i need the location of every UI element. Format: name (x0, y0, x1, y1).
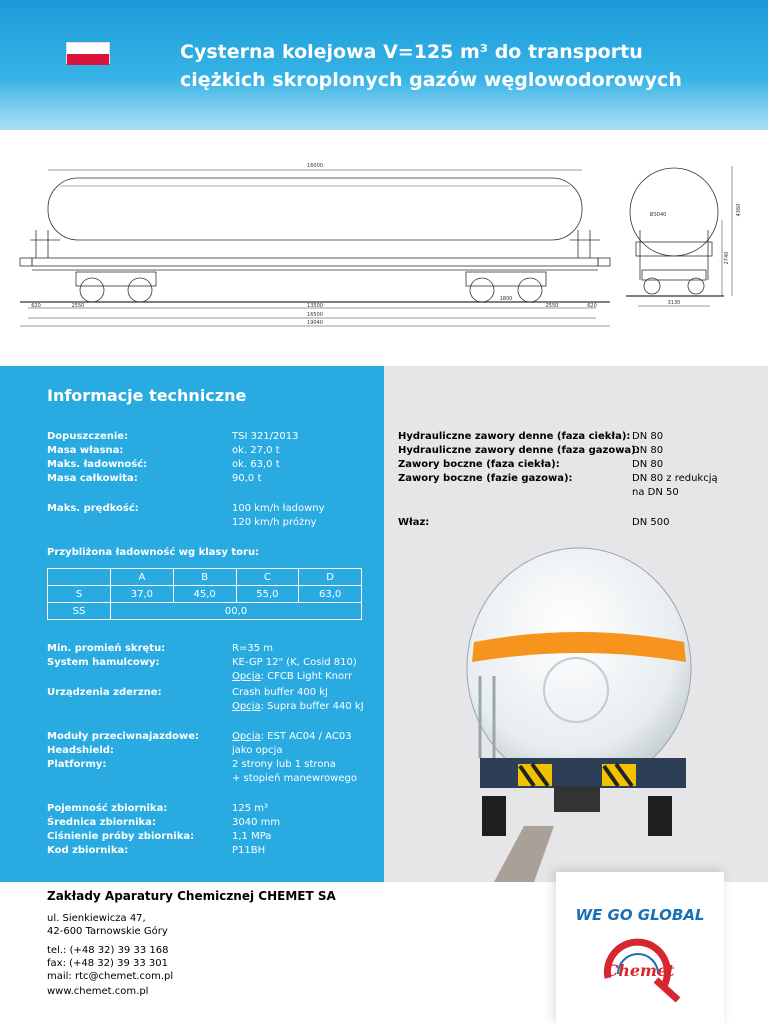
slogan: WE GO GLOBAL (575, 906, 705, 924)
address-city: 42-600 Tarnowskie Góry (47, 926, 168, 937)
wheel-left-1 (79, 277, 105, 303)
chemet-logo: Chemet (603, 938, 681, 1002)
dim-bogie: 1800 (500, 296, 513, 302)
wagon-frame (31, 257, 599, 267)
section-title: Informacje techniczne (47, 386, 247, 405)
header-banner (0, 0, 768, 130)
table-row: A B C D (47, 568, 362, 586)
tank-end-illustration (466, 547, 692, 789)
company-name: Zakłady Aparatury Chemicznej CHEMET SA (47, 889, 336, 903)
phone: tel.: (+48 32) 39 33 168 (47, 945, 169, 956)
logo-text: Chemet (605, 961, 675, 980)
address-street: ul. Sienkiewicza 47, (47, 913, 146, 924)
wheel-right-1 (469, 277, 495, 303)
technical-drawing: 16000 620 2550 13500 1800 2550 620 16500… (0, 130, 768, 366)
tank-side-view (47, 177, 583, 241)
dim-diameter: Ø3040 (650, 211, 667, 218)
brand-badge (556, 872, 724, 1024)
valves-panel (384, 366, 768, 882)
title-line-1: Cysterna kolejowa V=125 m³ do transportu (180, 41, 643, 63)
title-line-2: ciężkich skroplonych gazów węglowodorowy… (180, 69, 682, 91)
wheel-left-2 (127, 277, 153, 303)
dim-total-top: 16000 (307, 163, 323, 169)
dim-width: 3130 (668, 300, 681, 306)
wagon-drawing-svg: 16000 620 2550 13500 1800 2550 620 16500… (19, 163, 742, 327)
poland-flag-icon (66, 42, 110, 65)
fax: fax: (+48 32) 39 33 301 (47, 958, 168, 969)
table-row: SS 00,0 (47, 602, 362, 620)
dim-height: 4360 (736, 204, 742, 217)
dim-left-span: 2550 (72, 303, 85, 309)
load-table: A B C D S 37,0 45,0 55,0 63,0 SS 00,0 (47, 568, 362, 620)
website-link[interactable]: www.chemet.com.pl (47, 986, 149, 997)
underframe (480, 758, 686, 788)
technical-info-panel (0, 366, 384, 882)
dim-left-offset: 620 (31, 303, 41, 309)
dim-right-span: 2550 (546, 303, 559, 309)
dim-right-offset: 620 (587, 303, 597, 309)
table-row: S 37,0 45,0 55,0 63,0 (47, 585, 362, 603)
dim-length-2: 19040 (307, 320, 323, 326)
tank-car-illustration (466, 547, 692, 882)
dim-center: 13500 (307, 303, 323, 309)
email-link[interactable]: mail: rtc@chemet.com.pl (47, 971, 174, 982)
page-title: Cysterna kolejowa V=125 m³ do transportu… (180, 38, 740, 94)
wheel-right-2 (517, 277, 543, 303)
load-table-title: Przybliżona ładowność wg klasy toru: (47, 547, 260, 558)
dim-axle: 2740 (724, 252, 730, 265)
dim-length-1: 16500 (307, 312, 323, 318)
orange-stripe (472, 632, 686, 662)
tank-end-view (629, 167, 719, 257)
